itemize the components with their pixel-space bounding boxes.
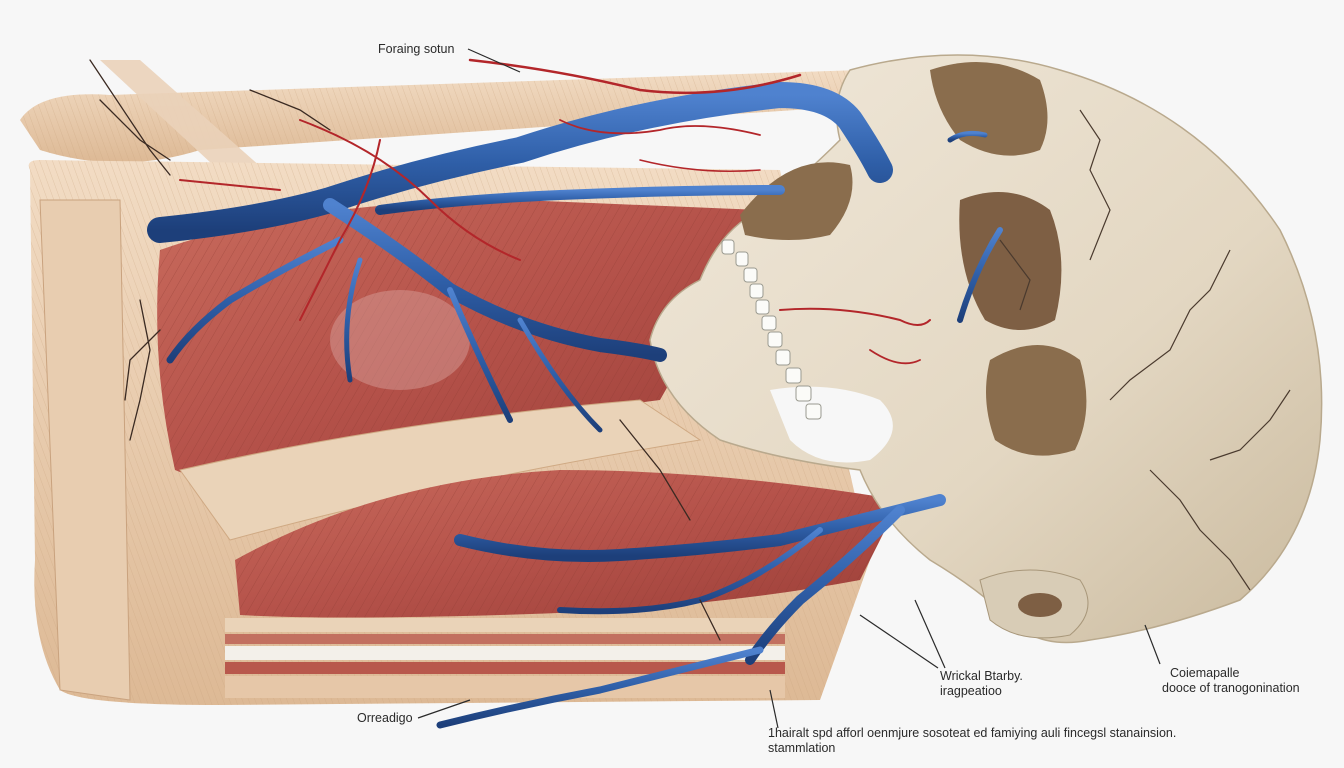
leader-line-bottom — [769, 689, 779, 729]
leader-lines — [417, 48, 1161, 729]
lower-layers — [225, 618, 785, 698]
label-mid-line2: iragpeatioo — [940, 684, 1002, 698]
orbit-middle — [959, 192, 1062, 330]
label-mid-line1: Wrickal Btarby. — [940, 669, 1023, 683]
label-top: Foraing sotun — [378, 42, 454, 57]
label-bottom: 1hairalt spd afforl oenmjure sosoteat ed… — [768, 726, 1176, 756]
label-right-line1: Coiemapalle — [1170, 666, 1240, 680]
upper-muscle — [157, 200, 761, 478]
leader-line-mid-2 — [914, 599, 946, 669]
label-right-line2: dooce of tranogonination — [1162, 681, 1300, 695]
skull-sutures — [999, 109, 1291, 591]
label-bottom-line2: stammlation — [768, 741, 836, 755]
label-mid: Wrickal Btarby. iragpeatioo — [940, 669, 1023, 699]
label-bottom-line1: 1hairalt spd afforl oenmjure sosoteat ed… — [768, 726, 1177, 740]
label-left: Orreadigo — [357, 711, 413, 726]
leader-line-left — [417, 699, 471, 719]
nerves — [89, 59, 721, 641]
lower-muscle — [235, 470, 900, 618]
leader-line-right — [1144, 624, 1161, 665]
label-left-line1: Orreadigo — [357, 711, 413, 725]
orbit-lower — [986, 345, 1087, 456]
mouth-opening — [770, 386, 893, 463]
leader-line-top — [467, 48, 521, 73]
orbit-upper — [930, 62, 1048, 156]
nasal-cavity — [740, 162, 853, 240]
arteries — [179, 58, 931, 365]
label-right: Coiemapalle dooce of tranogonination — [1162, 666, 1300, 696]
label-top-line1: Foraing sotun — [378, 42, 455, 56]
upper-tendon-bands — [20, 60, 870, 190]
teeth — [721, 239, 822, 420]
skull — [649, 54, 1323, 644]
leader-line-mid-1 — [859, 614, 939, 669]
